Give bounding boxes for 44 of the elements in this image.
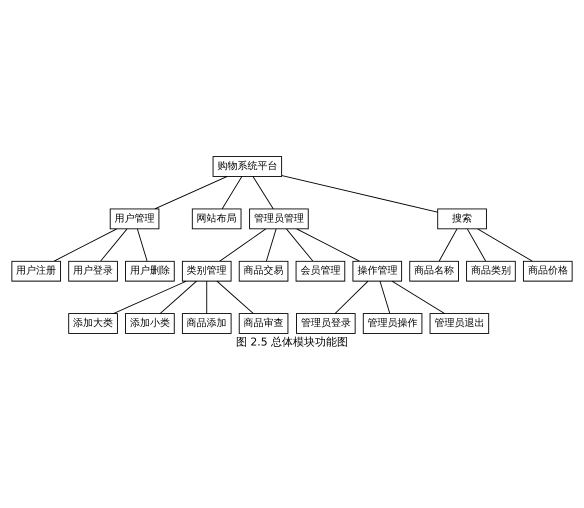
node-box: 用户管理 — [110, 208, 160, 229]
node-box: 管理员管理 — [249, 208, 309, 229]
connector — [281, 174, 438, 212]
connector — [392, 280, 445, 314]
node-box: 商品交易 — [238, 260, 288, 282]
connector — [252, 176, 274, 209]
connector — [334, 280, 369, 314]
node-box: 商品类别 — [466, 260, 516, 282]
node-box: 商品名称 — [409, 260, 459, 282]
connector — [438, 228, 458, 261]
node-box: 用户登录 — [68, 260, 118, 282]
node-box: 会员管理 — [296, 260, 346, 282]
node-box: 管理员退出 — [430, 312, 490, 334]
node-box: 商品审查 — [238, 312, 288, 334]
node-box: 管理员登录 — [296, 312, 356, 334]
caption: 图 2.5 总体模块功能图 — [236, 335, 348, 348]
connector — [380, 280, 390, 314]
node-box: 类别管理 — [182, 260, 232, 282]
node-box: 添加大类 — [68, 312, 118, 334]
node-box: 搜索 — [437, 208, 487, 229]
connector — [476, 228, 533, 262]
node-box: 用户注册 — [11, 260, 62, 282]
connector — [216, 280, 254, 314]
node-box: 网站布局 — [192, 208, 242, 229]
connector — [466, 228, 486, 261]
connector — [160, 280, 198, 314]
connector — [100, 228, 128, 261]
connector — [136, 228, 148, 261]
connector — [266, 228, 277, 261]
connector — [222, 176, 242, 209]
connector — [54, 228, 118, 262]
node-box: 用户删除 — [125, 260, 175, 282]
node-box: 管理员操作 — [362, 312, 422, 334]
connector — [296, 228, 360, 262]
node-box: 商品价格 — [522, 260, 573, 282]
node-box: 商品添加 — [182, 312, 232, 334]
connector — [206, 280, 208, 314]
connector — [154, 176, 228, 209]
node-box: 操作管理 — [352, 260, 402, 282]
node-box: 购物系统平台 — [212, 156, 282, 176]
connector — [286, 228, 314, 261]
node-box: 添加小类 — [125, 312, 175, 334]
connector — [113, 280, 187, 314]
connector — [219, 228, 266, 262]
